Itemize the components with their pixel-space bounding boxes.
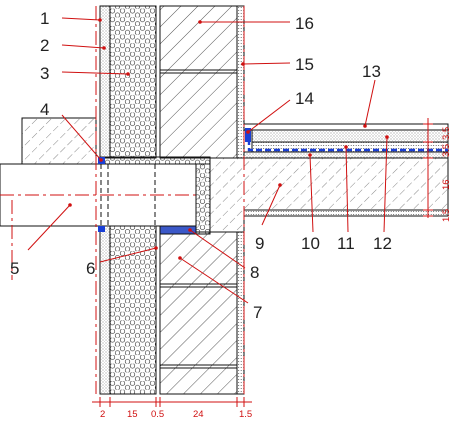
- lower-wall-brick: [159, 231, 238, 395]
- dim-bottom-4: 1.5: [239, 409, 252, 420]
- edge-strip: [245, 128, 251, 142]
- dim-right-0: 3.5: [441, 127, 452, 140]
- dim-bottom-3: 24: [193, 409, 204, 420]
- label-6: 6: [86, 259, 95, 278]
- label-12: 12: [373, 234, 392, 253]
- label-16: 16: [295, 14, 314, 33]
- floor-screed: [251, 129, 449, 143]
- label-3: 3: [40, 64, 49, 83]
- label-15: 15: [295, 55, 314, 74]
- floor-finish: [243, 123, 449, 131]
- outer-render-upper: [99, 5, 111, 159]
- bottom-dimension-chain: 2 15 0.5 24 1.5: [92, 397, 252, 420]
- outer-render-lower: [99, 225, 111, 395]
- bearing-pad: [159, 225, 197, 235]
- dim-right-2: 16: [441, 179, 452, 190]
- label-7: 7: [253, 303, 262, 322]
- upper-insulation: [109, 5, 157, 159]
- dim-bottom-2: 0.5: [151, 409, 164, 420]
- label-2: 2: [40, 36, 49, 55]
- label-4: 4: [40, 100, 49, 119]
- dim-bottom-0: 2: [100, 409, 105, 420]
- upper-wall-brick: [159, 5, 238, 159]
- ceiling-plaster: [243, 209, 449, 217]
- inner-plaster-upper: [236, 5, 245, 159]
- label-9: 9: [255, 234, 264, 253]
- lower-insulation: [109, 225, 157, 395]
- inner-plaster-lower: [236, 231, 245, 395]
- dim-bottom-1: 15: [127, 409, 138, 420]
- label-13: 13: [362, 62, 381, 81]
- floor-membrane: [247, 130, 448, 152]
- right-dimension-chain: 3.5 3.5 16 1.5: [423, 118, 452, 222]
- label-14: 14: [295, 89, 314, 108]
- dim-right-3: 1.5: [441, 209, 452, 222]
- label-1: 1: [40, 9, 49, 28]
- dim-right-1: 3.5: [441, 144, 452, 157]
- label-10: 10: [301, 234, 320, 253]
- seal-bottom: [98, 226, 105, 232]
- label-8: 8: [250, 263, 259, 282]
- label-5: 5: [10, 259, 19, 278]
- label-11: 11: [337, 234, 355, 253]
- leader-lines: [27, 17, 389, 304]
